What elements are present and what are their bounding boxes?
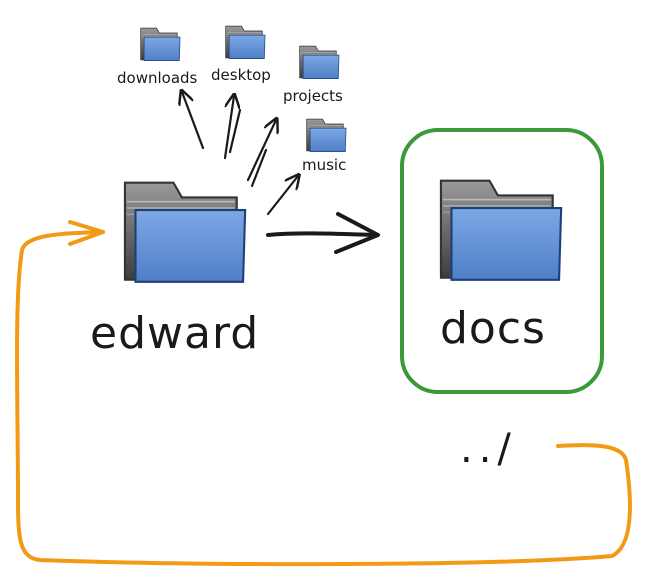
music-folder-icon — [306, 118, 347, 152]
subfolder-arrows — [182, 92, 298, 216]
arrow-to-projects-2 — [250, 148, 268, 188]
desktop-label: desktop — [211, 66, 271, 84]
edward-to-docs-arrow — [266, 212, 380, 254]
desktop-folder-icon — [225, 25, 266, 59]
downloads-label: downloads — [117, 69, 198, 87]
projects-folder-icon — [299, 45, 340, 79]
downloads-folder-icon — [140, 27, 181, 61]
docs-highlight-box — [400, 128, 604, 394]
docs-label: docs — [440, 303, 546, 354]
edward-label: edward — [90, 308, 259, 359]
parent-path-label: ../ — [460, 426, 517, 472]
projects-label: projects — [283, 87, 343, 105]
music-label: music — [302, 156, 346, 174]
parent-loop-arrow — [15, 220, 632, 567]
arrow-to-projects-1 — [246, 120, 276, 182]
arrow-to-desktop-2 — [228, 108, 242, 154]
arrow-to-downloads — [182, 92, 205, 150]
arrow-to-desktop-1 — [223, 96, 234, 160]
edward-folder-icon — [123, 181, 247, 283]
docs-folder-icon — [439, 179, 563, 281]
arrow-to-music — [266, 176, 298, 216]
